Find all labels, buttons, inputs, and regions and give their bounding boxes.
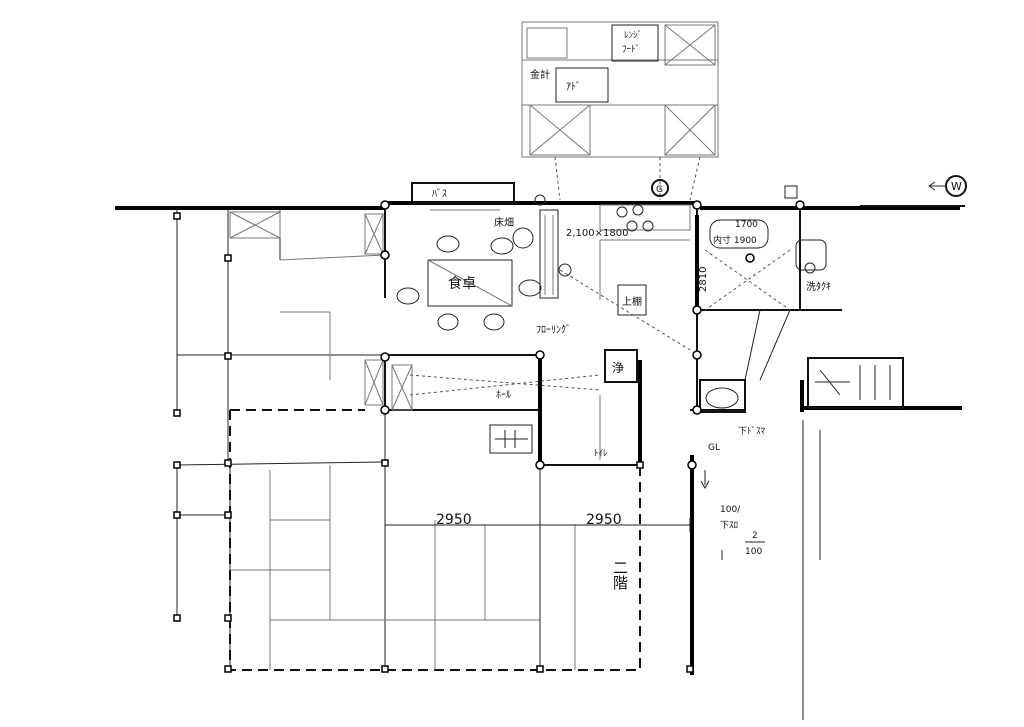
bath-room: 1700 内寸 1900 2810 洗ﾀｸｷ (698, 185, 831, 381)
label-1700: 1700 (735, 220, 758, 230)
water-line: W (860, 175, 967, 207)
water-meter-icon (945, 175, 967, 197)
toilet-hall: 浄 ﾎｰﾙ ﾄｲﾚ 下ﾄﾞｽﾏ GL (409, 349, 766, 460)
left-wing (176, 208, 413, 670)
label-flooring: ﾌﾛｰﾘﾝｸﾞ (536, 324, 571, 336)
label-size-2100: 2,100×1800 (566, 228, 628, 239)
slope-text-4: 100 (745, 547, 762, 557)
label-kitchen-item: ｱﾄﾞ (566, 81, 581, 93)
annex-outline (521, 21, 719, 158)
gas-icon (651, 179, 669, 197)
dim-2950-right: 2950 (586, 512, 622, 528)
label-shoes: 下ﾄﾞｽﾏ (738, 426, 766, 437)
label-gl: GL (708, 443, 720, 453)
slope-text-1: 100/ (720, 505, 741, 515)
label-toilet: 浄 (612, 361, 624, 375)
gas-symbol: G (656, 185, 663, 195)
label-hood: ﾌｰﾄﾞ (622, 44, 640, 55)
label-hall: ﾎｰﾙ (496, 389, 511, 401)
label-kitchen-counter: 上棚 (622, 295, 642, 308)
label-tokonoma: 床畑 (494, 216, 514, 229)
label-tub: ﾊﾞｽ (432, 188, 447, 200)
label-washing-machine: 洗ﾀｸｷ (806, 281, 831, 293)
dining-area: ﾊﾞｽ 食卓 ﾌﾛｰﾘﾝｸﾞ 床畑 (396, 182, 571, 336)
upper-annex: ﾚﾝｼﾞ ﾌｰﾄﾞ ｱﾄﾞ 金計 (521, 21, 719, 201)
label-dining-table: 食卓 (448, 275, 476, 292)
label-second-floor-1: 二階 (611, 560, 629, 590)
label-meter: 金計 (530, 68, 550, 81)
slope-note: 100/ 下ｽﾛ 2 100 (700, 470, 765, 560)
column-posts (173, 200, 805, 673)
kitchen: 2,100×1800 G 上棚 (534, 179, 691, 351)
label-bidet: ﾄｲﾚ (594, 449, 608, 459)
water-symbol: W (951, 180, 962, 193)
dim-2950-left: 2950 (436, 512, 472, 528)
dining-table (427, 259, 513, 307)
label-range: ﾚﾝｼﾞ (624, 30, 642, 41)
label-1900: 内寸 1900 (713, 234, 757, 246)
slope-text-3: 2 (752, 531, 758, 541)
slope-text-2: 下ｽﾛ (720, 521, 738, 531)
main-walls (115, 201, 962, 720)
label-2810: 2810 (698, 267, 709, 292)
second-floor: 2950 2950 二階 (229, 409, 691, 671)
